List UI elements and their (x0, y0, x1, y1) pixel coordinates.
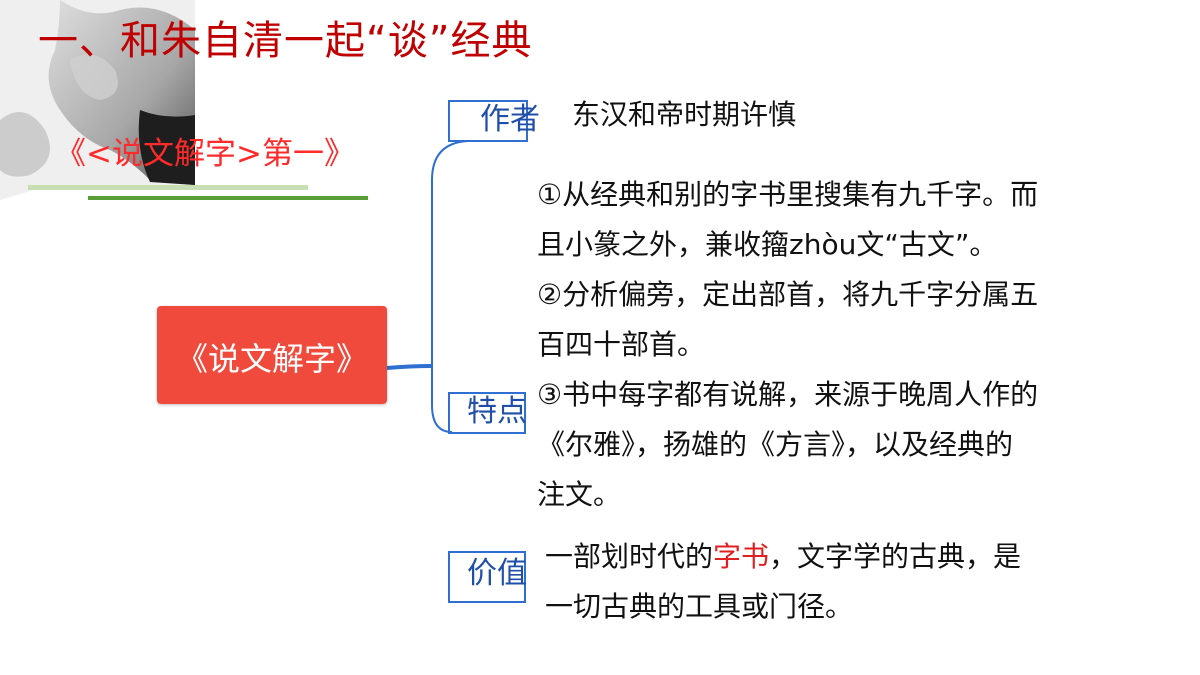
features-line: ②分析偏旁，定出部首，将九千字分属五 (537, 278, 1039, 311)
ink-wash-decoration (0, 0, 195, 210)
value-line-1-end: ，文字学的古典，是 (769, 540, 1022, 573)
branch-connector-main (386, 364, 433, 370)
features-line: 百四十部首。 (537, 328, 706, 361)
value-label: 价值 (467, 556, 527, 591)
page-title: 一、和朱自清一起“谈”经典 (38, 18, 533, 64)
features-line: ①从经典和别的字书里搜集有九千字。而 (537, 178, 1039, 211)
author-text: 东汉和帝时期许慎 (572, 98, 797, 131)
author-label-box (448, 100, 528, 142)
value-label-box (448, 551, 526, 603)
center-node: 《说文解字》 (157, 306, 387, 404)
branch-connector-author (431, 140, 469, 366)
features-line: ③书中每字都有说解，来源于晚周人作的 (537, 378, 1039, 411)
value-line-1-start: 一部划时代的 (545, 540, 714, 573)
author-label: 作者 (480, 102, 540, 137)
value-highlight: 字书 (713, 540, 770, 573)
decor-line-light (28, 185, 308, 190)
chapter-subtitle: 《<说文解字>第一》 (55, 136, 355, 172)
features-label: 特点 (467, 394, 527, 429)
features-label-box (448, 392, 526, 434)
features-line: 且小篆之外，兼收籀zhòu文“古文”。 (537, 228, 998, 261)
features-text: ①从经典和别的字书里搜集有九千字。而 且小篆之外，兼收籀zhòu文“古文”。 ②… (537, 170, 1038, 520)
value-line-2: 一切古典的工具或门径。 (545, 590, 854, 623)
value-text: 一部划时代的字书，文字学的古典，是 一切古典的工具或门径。 (545, 532, 1021, 632)
decor-line-dark (88, 196, 368, 200)
features-line: 《尔雅》，扬雄的《方言》，以及经典的 (537, 428, 1014, 461)
features-line: 注文。 (537, 478, 622, 511)
value-line-1: 一部划时代的字书，文字学的古典，是 (545, 532, 1021, 582)
center-node-label: 《说文解字》 (175, 340, 368, 378)
